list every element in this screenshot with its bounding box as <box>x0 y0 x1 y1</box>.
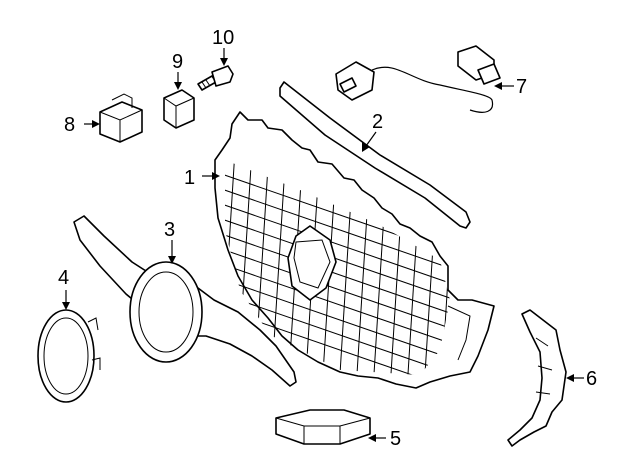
part-9-clip <box>163 89 195 129</box>
part-1-grille <box>214 111 495 389</box>
callout-1: 1 <box>184 167 195 189</box>
callout-6: 6 <box>586 368 597 390</box>
callout-10: 10 <box>212 27 234 49</box>
callout-4: 4 <box>58 267 69 289</box>
part-5-bracket <box>275 409 371 445</box>
leader-lines <box>62 48 584 442</box>
part-7-harness <box>335 45 501 113</box>
part-2-molding <box>279 81 471 229</box>
callout-8: 8 <box>64 114 75 136</box>
callout-3: 3 <box>164 219 175 241</box>
callout-9: 9 <box>172 51 183 73</box>
part-3-trim-bar <box>73 215 297 387</box>
part-4-ring <box>37 309 101 403</box>
callout-5: 5 <box>390 428 401 450</box>
part-10-bolt <box>197 65 234 91</box>
callout-7: 7 <box>516 76 527 98</box>
part-8-bracket <box>99 93 143 143</box>
part-6-side-bracket <box>507 309 567 447</box>
callout-2: 2 <box>372 111 383 133</box>
